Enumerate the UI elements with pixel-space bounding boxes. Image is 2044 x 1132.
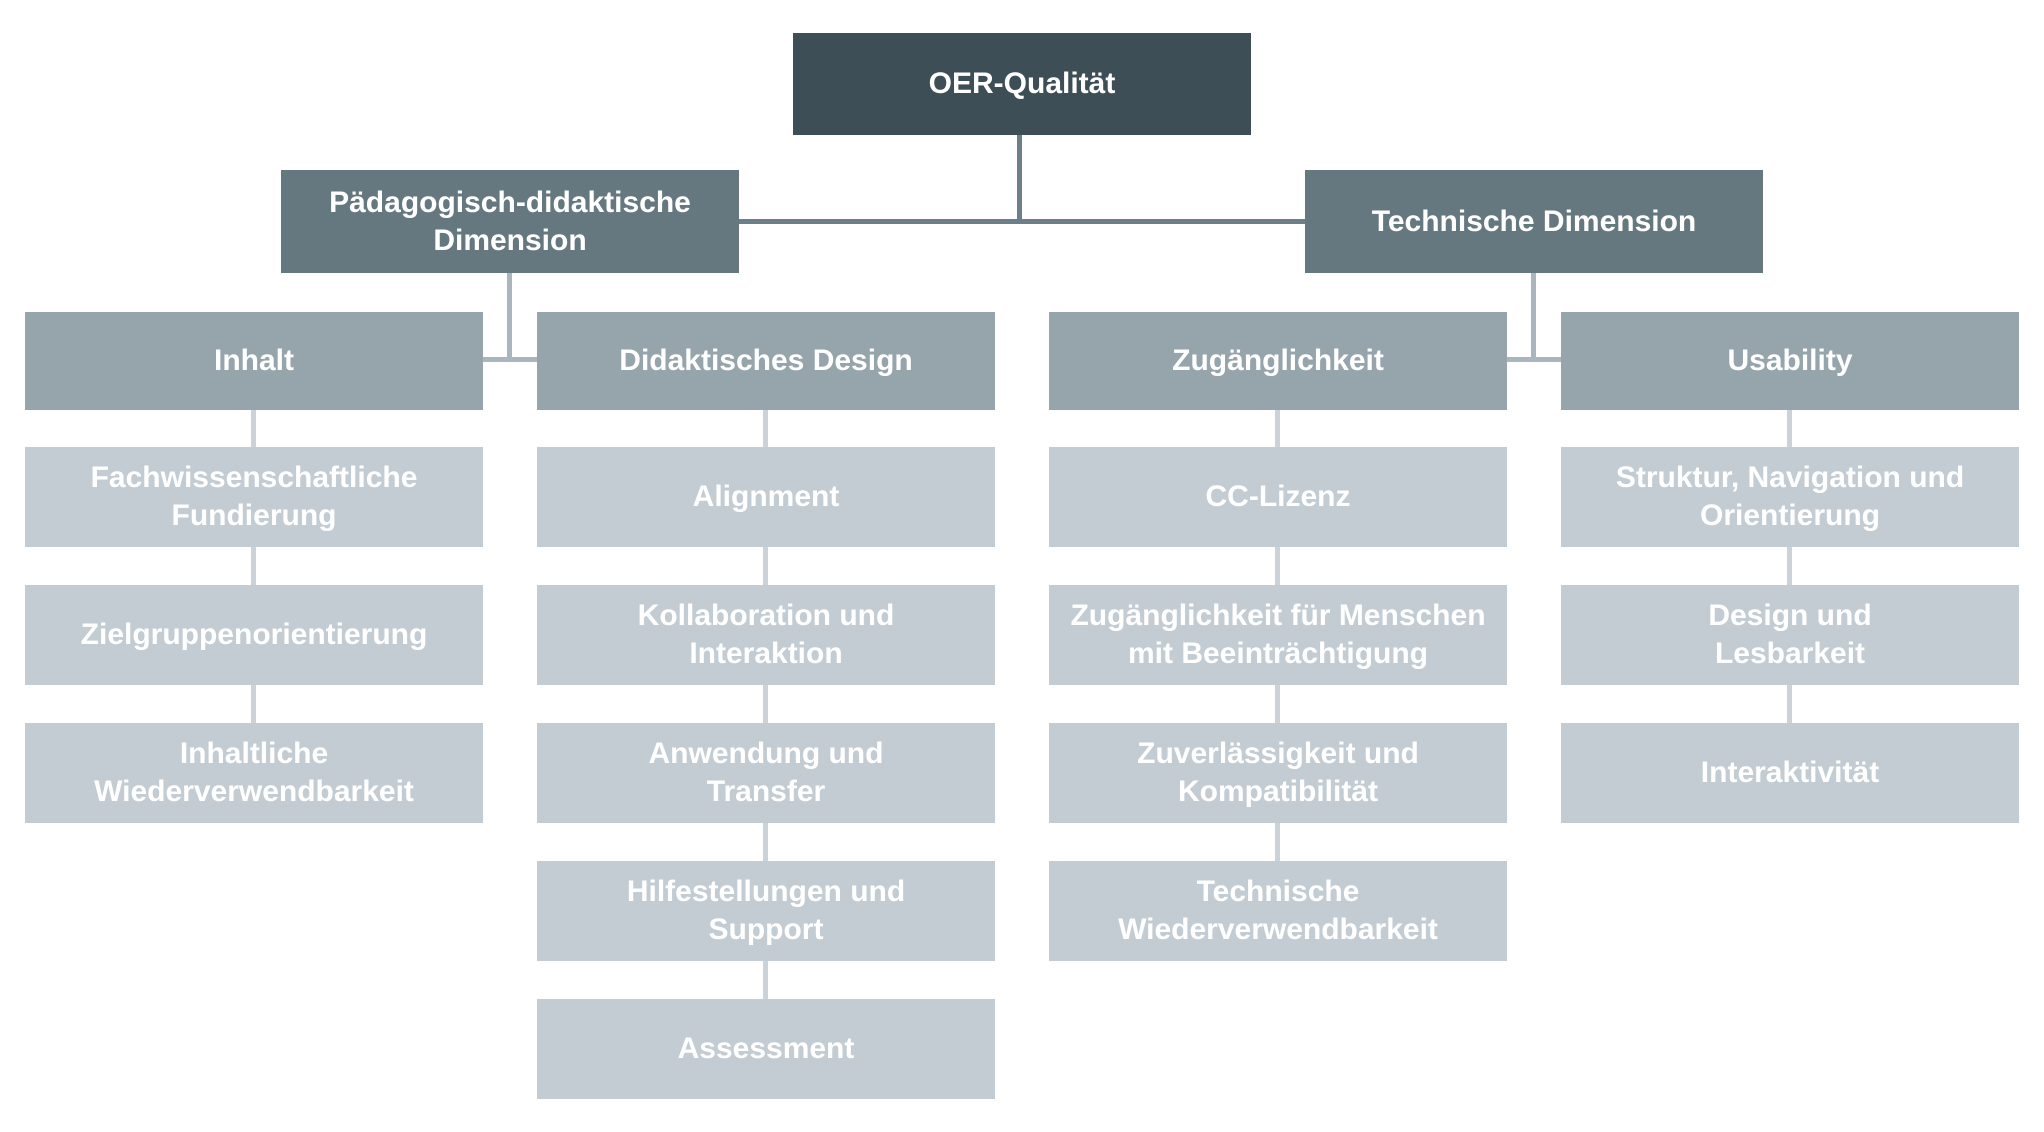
node-dimension-paedagogisch-didaktisch: Pädagogisch-didaktische Dimension xyxy=(281,170,739,273)
node-design-und-lesbarkeit: Design und Lesbarkeit xyxy=(1561,585,2019,685)
node-header-usability: Usability xyxy=(1561,312,2019,410)
node-technische-wiederverwendbarkeit: Technische Wiederverwendbarkeit xyxy=(1049,861,1507,961)
node-hilfestellungen-und-support: Hilfestellungen und Support xyxy=(537,861,995,961)
connector-technical-drop xyxy=(1531,273,1536,362)
node-header-didaktisches-design: Didaktisches Design xyxy=(537,312,995,410)
connector-pedagogical-drop xyxy=(507,273,512,362)
connector-column-usability xyxy=(1787,410,1792,723)
node-header-zugaenglichkeit: Zugänglichkeit xyxy=(1049,312,1507,410)
connector-inhalt-didaktisches-horizontal xyxy=(483,357,537,362)
node-struktur-navigation-orientierung: Struktur, Navigation und Orientierung xyxy=(1561,447,2019,547)
node-kollaboration-und-interaktion: Kollaboration und Interaktion xyxy=(537,585,995,685)
node-oer-qualitaet: OER-Qualität xyxy=(793,33,1251,135)
connector-root-drop xyxy=(1017,135,1022,224)
node-inhaltliche-wiederverwendbarkeit: Inhaltliche Wiederverwendbarkeit xyxy=(25,723,483,823)
node-dimension-technisch: Technische Dimension xyxy=(1305,170,1763,273)
node-zuverlaessigkeit-und-kompatibilitaet: Zuverlässigkeit und Kompatibilität xyxy=(1049,723,1507,823)
node-interaktivitaet: Interaktivität xyxy=(1561,723,2019,823)
node-header-inhalt: Inhalt xyxy=(25,312,483,410)
node-alignment: Alignment xyxy=(537,447,995,547)
node-cc-lizenz: CC-Lizenz xyxy=(1049,447,1507,547)
node-fachwissenschaftliche-fundierung: Fachwissenschaftliche Fundierung xyxy=(25,447,483,547)
connector-column-inhalt xyxy=(251,410,256,723)
connector-dimensions-horizontal xyxy=(739,219,1305,224)
node-zielgruppenorientierung: Zielgruppenorientierung xyxy=(25,585,483,685)
connector-zugaenglichkeit-usability-horizontal xyxy=(1507,357,1561,362)
node-anwendung-und-transfer: Anwendung und Transfer xyxy=(537,723,995,823)
node-zugaenglichkeit-fuer-menschen: Zugänglichkeit für Menschen mit Beeinträ… xyxy=(1049,585,1507,685)
node-assessment: Assessment xyxy=(537,999,995,1099)
connector-column-didaktisches-design xyxy=(763,410,768,999)
